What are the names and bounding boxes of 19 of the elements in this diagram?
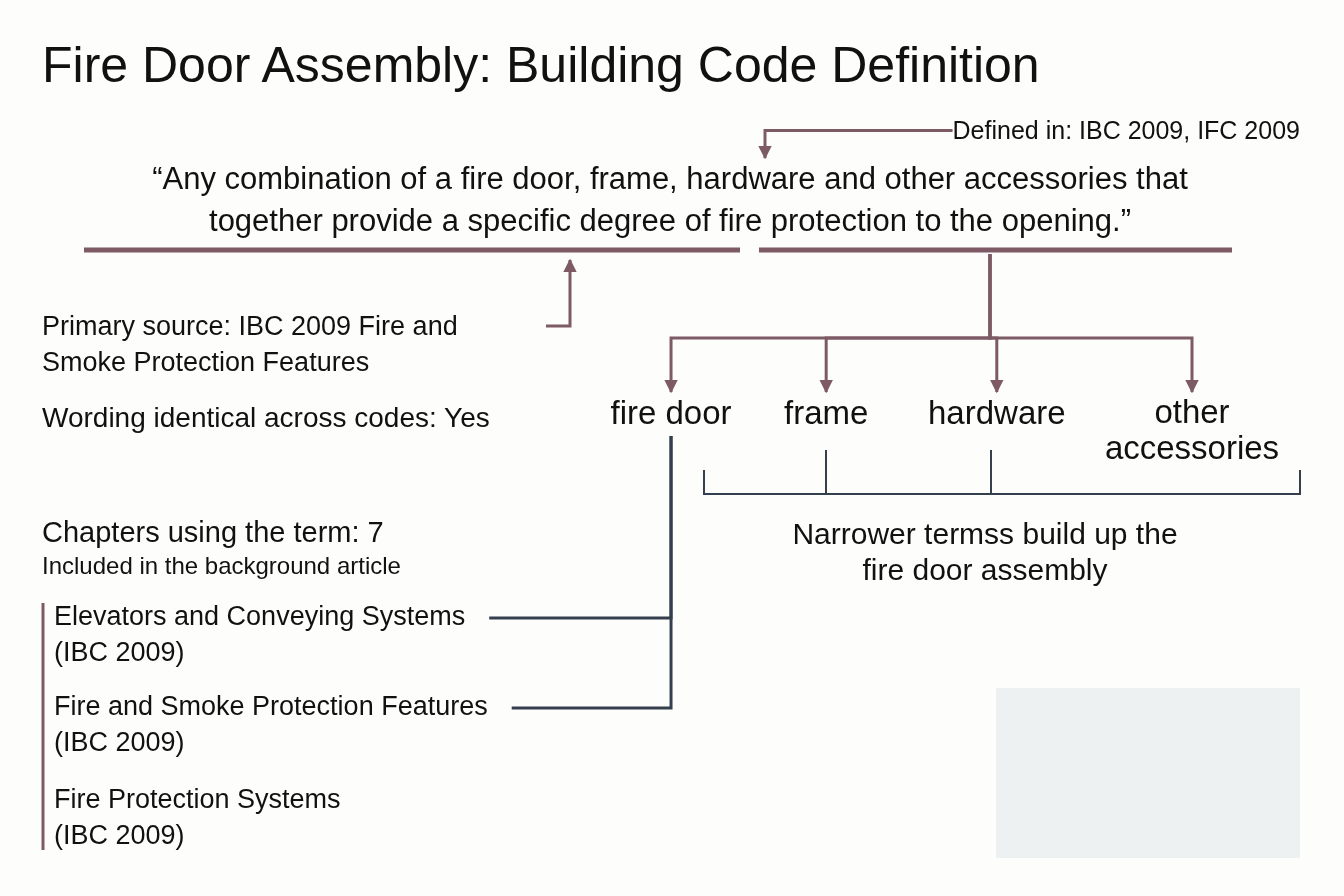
- title: Fire Door Assembly: Building Code Definition: [42, 36, 1040, 94]
- definition-quote: “Any combination of a fire door, frame, hardware and other accessories that together provide a specific degree of fire protection to the opening.”: [150, 158, 1190, 254]
- chapter-note: Included in the background article: [42, 552, 401, 580]
- arrow: [546, 258, 577, 328]
- connector-line: [511, 436, 673, 710]
- source-note: Primary source: IBC 2009 Fire and Smoke Protection Features: [42, 308, 542, 380]
- arrow: [758, 129, 953, 160]
- chapter-item: Fire Protection Systems (IBC 2009): [54, 781, 341, 853]
- term-label: frame: [784, 394, 869, 432]
- term-label: hardware: [928, 394, 1066, 432]
- chapter-item: Fire and Smoke Protection Features (IBC 2009): [54, 688, 488, 760]
- term-label: fire door: [610, 394, 732, 432]
- term-label: other accessories: [1087, 394, 1297, 466]
- source-note: Defined in: IBC 2009, IFC 2009: [952, 116, 1300, 145]
- arrow: [988, 254, 1199, 394]
- chapter-item: Elevators and Conveying Systems (IBC 2009): [54, 598, 466, 670]
- status-note: Wording identical across codes: Yes: [42, 402, 490, 434]
- bracket-caption: Narrower termss build up the fire door assembly: [791, 516, 1179, 588]
- chapter-count: Chapters using the term: 7: [42, 516, 384, 549]
